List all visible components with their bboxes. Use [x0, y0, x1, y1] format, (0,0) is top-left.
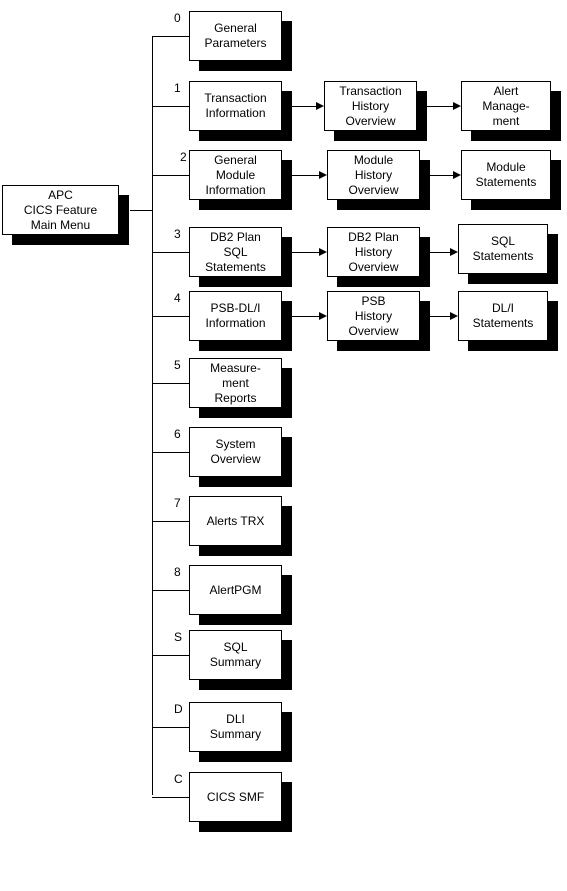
menu-node-7-label: Alerts TRX: [206, 513, 265, 528]
menu-node-0: General Parameters: [189, 11, 292, 71]
menu-option-number: 3: [174, 227, 181, 241]
branch-line-4: [152, 316, 189, 317]
level2-node-3: PSB History Overview: [327, 291, 430, 351]
arrow-to-level3-2-head: [450, 248, 458, 256]
level3-node-1-label: Module Statements: [475, 160, 537, 189]
branch-line-6: [152, 452, 189, 453]
branch-line-3: [152, 252, 189, 253]
level3-node-2: SQL Statements: [458, 224, 558, 284]
arrow-to-level3-2-shaft: [420, 252, 450, 253]
menu-node-9: SQL Summary: [189, 630, 292, 690]
menu-node-1: Transaction Information: [189, 81, 292, 141]
branch-line-7: [152, 521, 189, 522]
arrow-to-level2-3-head: [319, 312, 327, 320]
menu-node-1-label: Transaction Information: [204, 91, 267, 120]
arrow-to-level3-3-shaft: [420, 316, 450, 317]
level3-node-2-label: SQL Statements: [472, 234, 534, 263]
menu-node-10-label: DLI Summary: [209, 712, 262, 741]
root-connector: [130, 210, 153, 211]
menu-option-number: 1: [174, 81, 181, 95]
branch-line-11: [152, 797, 189, 798]
menu-option-number: S: [174, 630, 183, 644]
menu-node-6-label: System Overview: [210, 437, 261, 466]
menu-node-8: AlertPGM: [189, 565, 292, 625]
branch-line-1: [152, 106, 189, 107]
menu-node-6: System Overview: [189, 427, 292, 487]
level2-node-1: Module History Overview: [327, 150, 430, 210]
level2-node-2: DB2 Plan History Overview: [327, 227, 430, 287]
branch-line-8: [152, 590, 189, 591]
level3-node-0: Alert Manage- ment: [461, 81, 561, 141]
arrow-to-level2-2-shaft: [282, 252, 319, 253]
menu-node-4: PSB-DL/I Information: [189, 291, 292, 351]
arrow-to-level2-3-shaft: [282, 316, 319, 317]
menu-node-9-label: SQL Summary: [209, 640, 262, 669]
arrow-to-level3-1-shaft: [420, 175, 453, 176]
level2-node-0: Transaction History Overview: [324, 81, 427, 141]
root-node: APC CICS Feature Main Menu: [2, 185, 130, 245]
menu-node-2: General Module Information: [189, 150, 292, 210]
menu-node-11-label: CICS SMF: [206, 789, 265, 804]
level3-node-0-label: Alert Manage- ment: [482, 83, 530, 128]
menu-option-number: D: [174, 702, 183, 716]
arrow-to-level2-0-shaft: [282, 106, 316, 107]
arrow-to-level3-0-head: [453, 102, 461, 110]
arrow-to-level3-3-head: [450, 312, 458, 320]
menu-node-0-label: General Parameters: [204, 21, 267, 50]
menu-node-8-label: AlertPGM: [209, 582, 262, 597]
menu-node-5: Measure- ment Reports: [189, 358, 292, 418]
menu-node-3: DB2 Plan SQL Statements: [189, 227, 292, 287]
menu-node-11: CICS SMF: [189, 772, 292, 832]
menu-node-3-label: DB2 Plan SQL Statements: [205, 229, 266, 274]
branch-line-9: [152, 655, 189, 656]
arrow-to-level2-1-head: [319, 171, 327, 179]
trunk-line: [152, 37, 153, 795]
menu-option-number: 5: [174, 358, 181, 372]
level2-node-1-label: Module History Overview: [348, 152, 399, 197]
menu-node-2-label: General Module Information: [205, 152, 266, 197]
branch-line-0: [152, 36, 189, 37]
menu-node-7: Alerts TRX: [189, 496, 292, 556]
menu-option-number: 2: [180, 150, 187, 164]
root-label: APC CICS Feature Main Menu: [23, 187, 98, 232]
arrow-to-level3-1-head: [453, 171, 461, 179]
branch-line-5: [152, 383, 189, 384]
menu-node-4-label: PSB-DL/I Information: [205, 301, 266, 330]
menu-option-number: 6: [174, 427, 181, 441]
level2-node-2-label: DB2 Plan History Overview: [348, 229, 399, 274]
arrow-to-level2-0-head: [316, 102, 324, 110]
menu-option-number: 8: [174, 565, 181, 579]
branch-line-10: [152, 727, 189, 728]
arrow-to-level2-1-shaft: [282, 175, 319, 176]
level2-node-0-label: Transaction History Overview: [339, 83, 402, 128]
menu-option-number: C: [174, 772, 183, 786]
level3-node-1: Module Statements: [461, 150, 561, 210]
arrow-to-level3-0-shaft: [417, 106, 453, 107]
menu-option-number: 0: [174, 11, 181, 25]
level3-node-3: DL/I Statements: [458, 291, 558, 351]
arrow-to-level2-2-head: [319, 248, 327, 256]
menu-option-number: 4: [174, 291, 181, 305]
level2-node-3-label: PSB History Overview: [348, 293, 399, 338]
level3-node-3-label: DL/I Statements: [472, 301, 534, 330]
menu-option-number: 7: [174, 496, 181, 510]
branch-line-2: [152, 175, 189, 176]
menu-node-10: DLI Summary: [189, 702, 292, 762]
menu-node-5-label: Measure- ment Reports: [210, 360, 261, 405]
